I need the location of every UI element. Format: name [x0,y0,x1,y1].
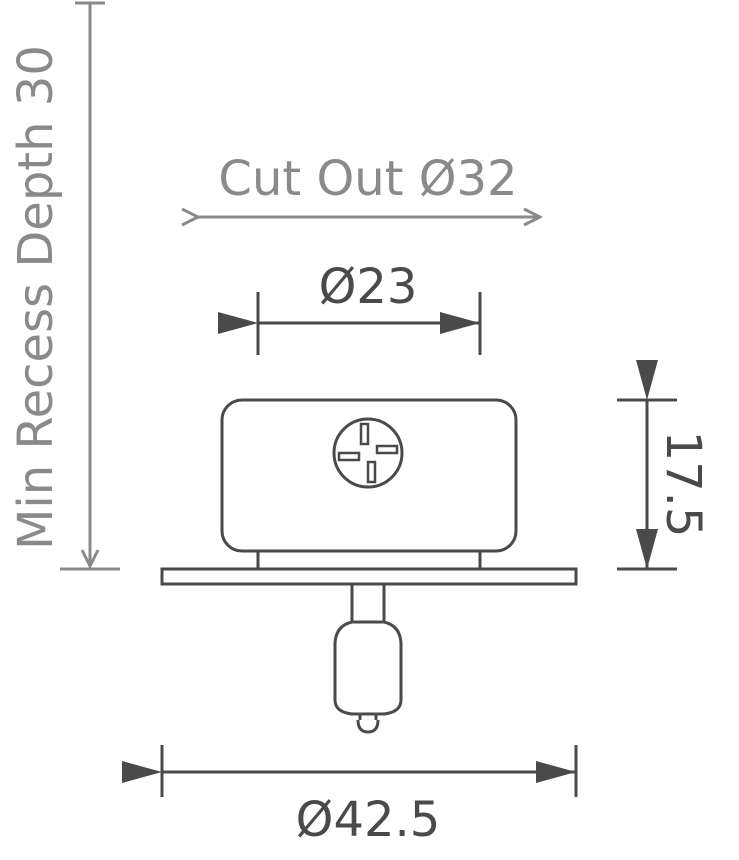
inner-diameter-label: Ø23 [319,259,418,315]
height-label: 17.5 [655,431,711,538]
fixture-body [160,398,578,734]
inner-diameter-dimension: Ø23 [218,259,482,355]
screw-icon [332,417,404,489]
flange-plate [160,567,578,586]
lamp-icon [333,584,403,734]
outer-diameter-label: Ø42.5 [296,792,441,848]
height-dimension: 17.5 [617,360,711,571]
outer-diameter-dimension: Ø42.5 [122,745,578,848]
recess-depth-label: Min Recess Depth 30 [8,45,64,550]
cut-out-label: Cut Out Ø32 [218,151,517,207]
cut-out-dimension: Cut Out Ø32 [198,151,540,217]
recess-depth-dimension: Min Recess Depth 30 [8,1,120,571]
